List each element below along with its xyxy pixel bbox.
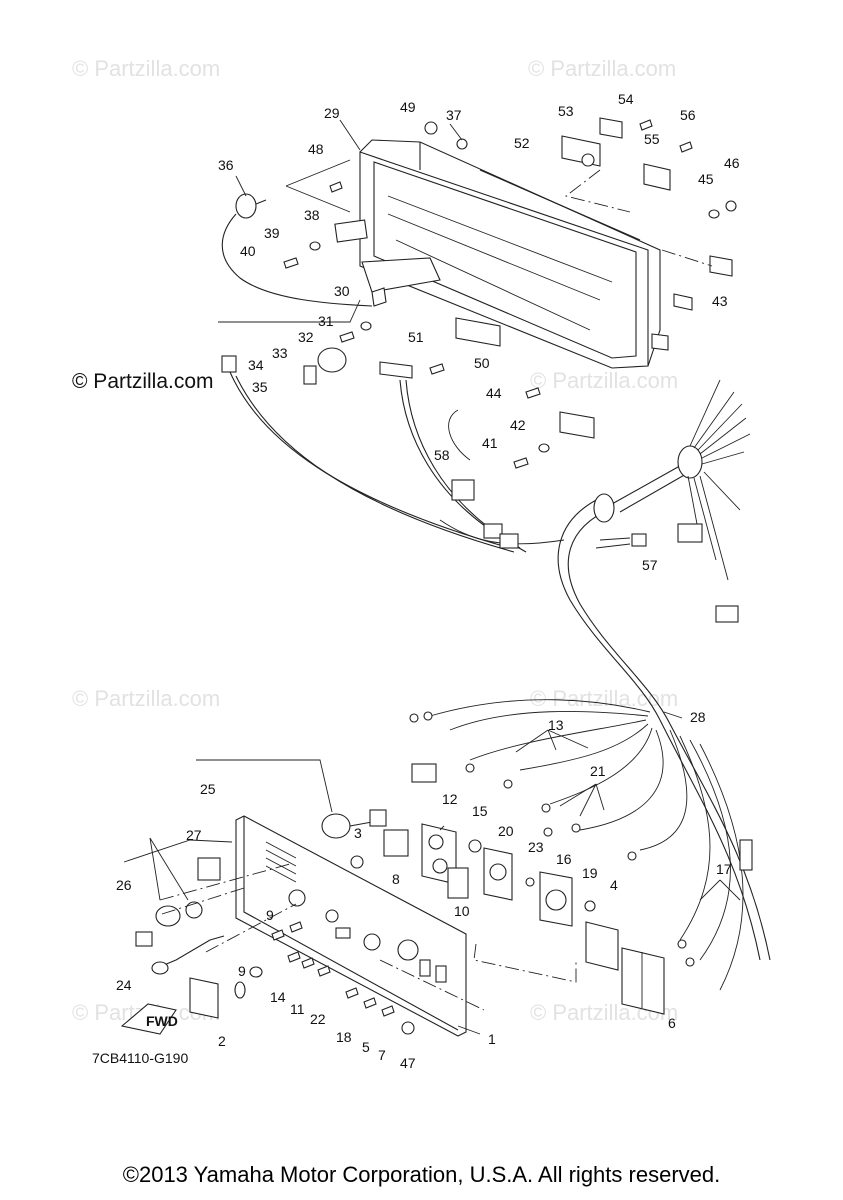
callout-15: 15 [472, 803, 488, 819]
callout-4: 4 [610, 877, 618, 893]
callouts: 1 2 3 4 5 6 7 8 9 9 10 11 12 13 14 15 16… [116, 91, 740, 1071]
callout-33: 33 [272, 345, 288, 361]
part-36-cap [221, 193, 373, 307]
watermark: © Partzilla.com [528, 56, 677, 81]
watermark: © Partzilla.com [72, 56, 221, 81]
control-panel-plate [235, 815, 467, 1037]
callout-1: 1 [488, 1031, 496, 1047]
callout-9b: 9 [238, 963, 246, 979]
diagram-code: 7CB4110-G190 [92, 1050, 189, 1066]
upper-fasteners [283, 119, 737, 469]
main-harness [229, 371, 751, 725]
callout-24: 24 [116, 977, 132, 993]
fwd-arrow: FWD [120, 1003, 178, 1035]
callout-29: 29 [324, 105, 340, 121]
callout-43: 43 [712, 293, 728, 309]
callout-22: 22 [310, 1011, 326, 1027]
callout-51: 51 [408, 329, 424, 345]
callout-44: 44 [486, 385, 502, 401]
callout-27: 27 [186, 827, 202, 843]
callout-41: 41 [482, 435, 498, 451]
callout-34: 34 [248, 357, 264, 373]
callout-9a: 9 [266, 907, 274, 923]
callout-12: 12 [442, 791, 458, 807]
callout-13: 13 [548, 717, 564, 733]
callout-18: 18 [336, 1029, 352, 1045]
callout-26: 26 [116, 877, 132, 893]
callout-48: 48 [308, 141, 324, 157]
callout-32: 32 [298, 329, 314, 345]
callout-7: 7 [378, 1047, 386, 1063]
callout-3: 3 [354, 825, 362, 841]
callout-50: 50 [474, 355, 490, 371]
callout-8: 8 [392, 871, 400, 887]
callout-25: 25 [200, 781, 216, 797]
watermark: © Partzilla.com [72, 686, 221, 711]
callout-40: 40 [240, 243, 256, 259]
callout-19: 19 [582, 865, 598, 881]
callout-11: 11 [290, 1001, 305, 1017]
callout-2: 2 [218, 1033, 226, 1049]
watermark-dark: © Partzilla.com [72, 370, 214, 393]
callout-53: 53 [558, 103, 574, 119]
fwd-label: FWD [146, 1013, 178, 1029]
callout-57: 57 [642, 557, 658, 573]
callout-39: 39 [264, 225, 280, 241]
callout-17: 17 [716, 861, 732, 877]
lower-screws [271, 921, 415, 1035]
callout-23: 23 [528, 839, 544, 855]
leader-lines [123, 119, 741, 1035]
callout-37: 37 [446, 107, 462, 123]
callout-38: 38 [304, 207, 320, 223]
callout-45: 45 [698, 171, 714, 187]
watermark: © Partzilla.com [530, 368, 679, 393]
copyright-notice: ©2013 Yamaha Motor Corporation, U.S.A. A… [122, 1162, 721, 1187]
callout-56: 56 [680, 107, 696, 123]
callout-16: 16 [556, 851, 572, 867]
control-box-frame [334, 139, 661, 369]
callout-55: 55 [644, 131, 660, 147]
callout-46: 46 [724, 155, 740, 171]
callout-35: 35 [252, 379, 268, 395]
callout-54: 54 [618, 91, 634, 107]
callout-31: 31 [318, 313, 334, 329]
parts-33-34-50 [221, 293, 693, 439]
lower-harness [409, 699, 771, 991]
callout-21: 21 [590, 763, 606, 779]
callout-5: 5 [362, 1039, 370, 1055]
callout-10: 10 [454, 903, 470, 919]
callout-42: 42 [510, 417, 526, 433]
callout-30: 30 [334, 283, 350, 299]
callout-6: 6 [668, 1015, 676, 1031]
callout-58: 58 [434, 447, 450, 463]
callout-47: 47 [400, 1055, 416, 1071]
callout-28: 28 [690, 709, 706, 725]
callout-14: 14 [270, 989, 286, 1005]
callout-36: 36 [218, 157, 234, 173]
parts-52-55 [561, 117, 733, 277]
callout-20: 20 [498, 823, 514, 839]
panel-components [135, 809, 665, 1019]
callout-49: 49 [400, 99, 416, 115]
callout-52: 52 [514, 135, 530, 151]
